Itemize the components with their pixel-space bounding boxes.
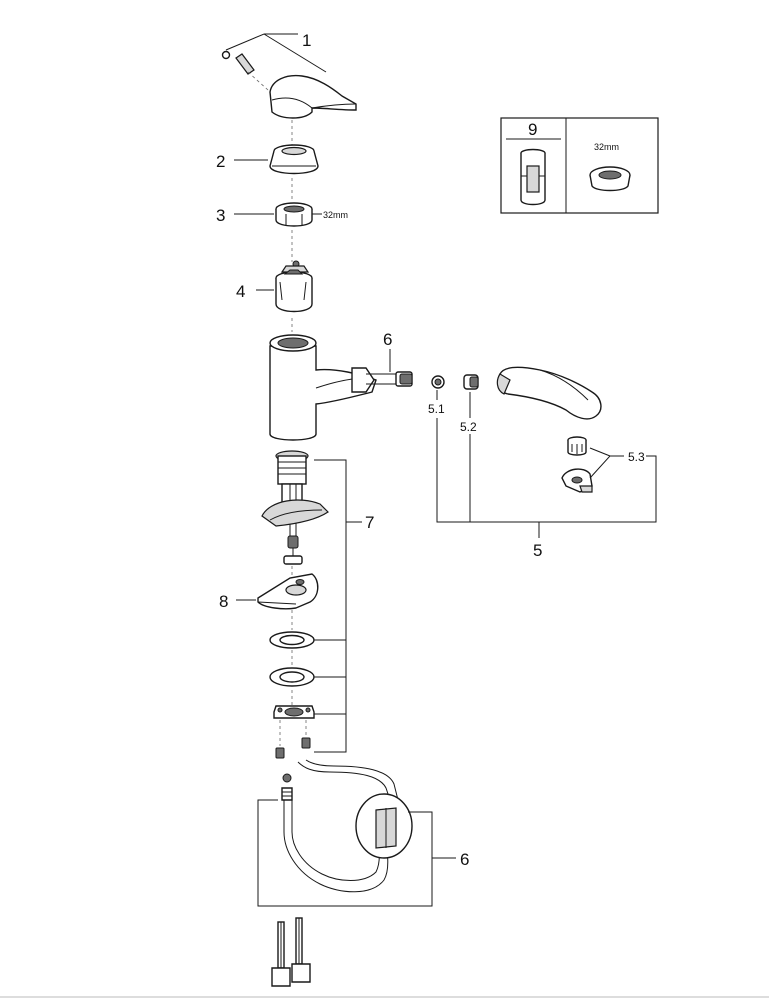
- part-label-7: 7: [365, 513, 374, 532]
- aerator: [567, 436, 587, 456]
- grub-screw-head: [221, 50, 231, 60]
- part-label-5-1: 5.1: [428, 402, 445, 416]
- part-label-1: 1: [302, 31, 311, 50]
- lever-handle: [221, 50, 357, 119]
- part-label-8: 8: [219, 592, 228, 611]
- aerator-key: [561, 468, 593, 493]
- clamping-plate: [273, 705, 346, 719]
- pull-out-hose: [281, 759, 399, 893]
- part-label-6-bottom: 6: [460, 850, 469, 869]
- horseshoe-bracket: [257, 573, 319, 610]
- part-label-5-3: 5.3: [628, 450, 645, 464]
- part-label-6-top: 6: [383, 330, 392, 349]
- hose-weight: [355, 793, 413, 859]
- part-label-2: 2: [216, 152, 225, 171]
- cartridge: [275, 260, 313, 313]
- faucet-body: [269, 334, 377, 441]
- washer-lower: [269, 667, 346, 687]
- threaded-shank: [261, 450, 329, 565]
- part-3-size: 32mm: [323, 210, 348, 220]
- washer-upper: [269, 631, 346, 649]
- part-label-3: 3: [216, 206, 225, 225]
- grub-screw: [235, 53, 255, 75]
- adaptor-5-2: [463, 374, 479, 390]
- part-label-9: 9: [528, 120, 537, 139]
- supply-hoses: [271, 917, 311, 987]
- part-9-nut: [589, 166, 631, 192]
- hose-connector: [366, 371, 413, 387]
- fixing-screws: [275, 720, 311, 759]
- washer-5-1: [431, 375, 445, 389]
- part-label-4: 4: [236, 282, 245, 301]
- spray-head: [496, 366, 602, 420]
- part-9-size: 32mm: [594, 142, 619, 152]
- cover-cap: [269, 144, 319, 175]
- part-label-5-2: 5.2: [460, 420, 477, 434]
- extension-sleeve: [520, 148, 546, 206]
- cartridge-nut: [275, 202, 313, 227]
- part-label-5: 5: [533, 541, 542, 560]
